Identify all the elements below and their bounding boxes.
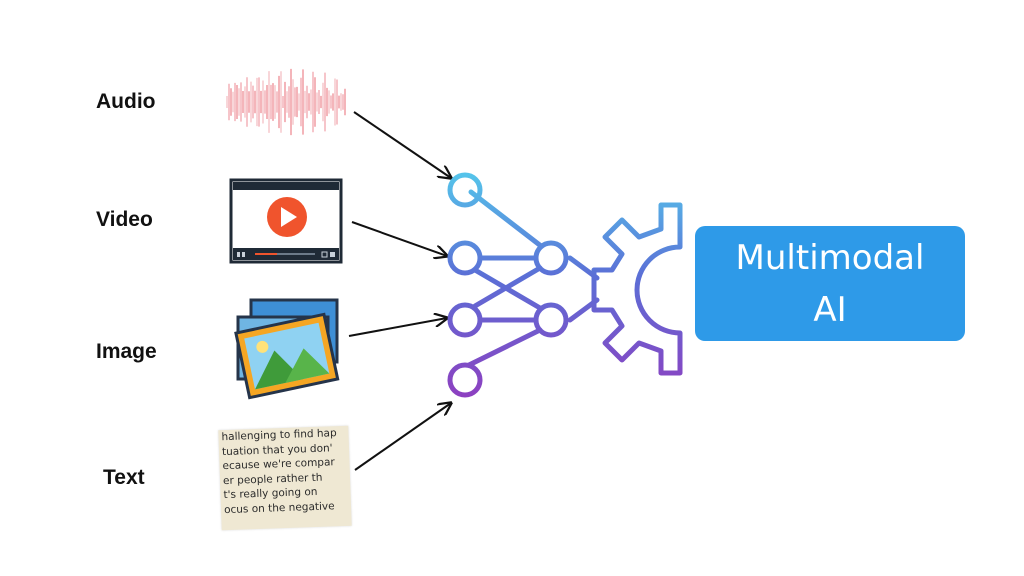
- video-label: Video: [96, 208, 153, 231]
- image-label: Image: [96, 340, 157, 363]
- output-title-line2: AI: [813, 289, 847, 330]
- video-player-icon: [229, 178, 343, 264]
- audio-waveform-icon: [226, 68, 346, 136]
- input-arrows: [348, 111, 451, 471]
- video-arrow: [351, 221, 447, 256]
- text-sample-icon: hallenging to find hap tuation that you …: [218, 425, 352, 531]
- multimodal-ai-box: Multimodal AI: [695, 226, 965, 341]
- text-label: Text: [103, 466, 145, 489]
- audio-label: Audio: [96, 90, 156, 113]
- image-arrow: [348, 318, 447, 337]
- gear-icon: [591, 202, 683, 376]
- output-title-line1: Multimodal: [735, 237, 925, 278]
- text-arrow: [354, 403, 451, 471]
- audio-arrow: [353, 111, 451, 178]
- neural-network-icon: [447, 172, 600, 398]
- image-icon: [234, 298, 340, 400]
